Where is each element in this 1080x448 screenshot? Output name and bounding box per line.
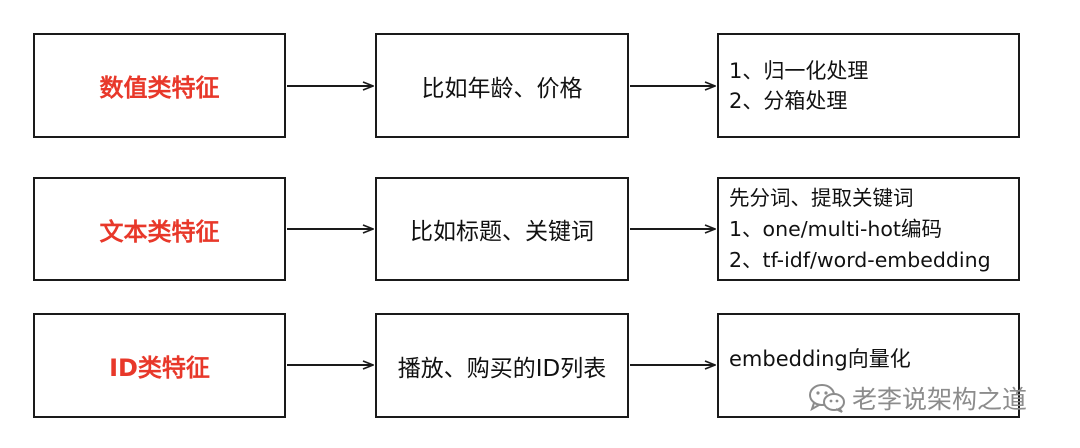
category-box-numeric: 数值类特征 [33, 33, 286, 138]
method-line: 1、归一化处理 [729, 58, 869, 83]
method-lines: embedding向量化 [729, 344, 911, 374]
category-box-text: 文本类特征 [33, 177, 286, 281]
method-line: 先分词、提取关键词 [729, 185, 914, 210]
category-box-id: ID类特征 [33, 313, 286, 418]
example-label: 比如标题、关键词 [410, 219, 594, 245]
method-lines: 1、归一化处理 2、分箱处理 [729, 56, 868, 116]
method-box-numeric: 1、归一化处理 2、分箱处理 [717, 33, 1020, 138]
example-label: 播放、购买的ID列表 [397, 355, 607, 382]
method-line: 1、one/multi-hot编码 [729, 216, 942, 241]
wechat-icon [809, 384, 845, 413]
example-box-numeric: 比如年龄、价格 [375, 33, 629, 138]
method-line: 2、分箱处理 [729, 88, 848, 113]
method-box-id: embedding向量化 [717, 313, 1020, 418]
category-label: ID类特征 [109, 354, 210, 382]
example-box-id: 播放、购买的ID列表 [375, 313, 629, 418]
method-box-text: 先分词、提取关键词 1、one/multi-hot编码 2、tf-idf/wor… [717, 177, 1020, 281]
method-lines: 先分词、提取关键词 1、one/multi-hot编码 2、tf-idf/wor… [729, 183, 991, 276]
example-label: 比如年龄、价格 [421, 75, 583, 102]
method-line: 2、tf-idf/word-embedding [729, 247, 991, 272]
watermark: 老李说架构之道 [808, 376, 1027, 420]
watermark-text: 老李说架构之道 [852, 385, 1028, 414]
example-box-text: 比如标题、关键词 [375, 177, 629, 281]
category-label: 文本类特征 [99, 217, 220, 246]
category-label: 数值类特征 [99, 74, 220, 102]
method-line: embedding向量化 [729, 346, 911, 371]
